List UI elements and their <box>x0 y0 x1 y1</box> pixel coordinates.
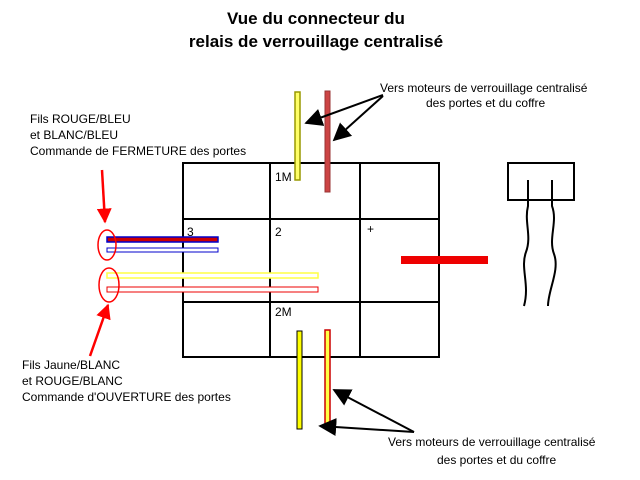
annotation-bottom-left-line2: et ROUGE/BLANC <box>22 374 123 388</box>
closing-arrow <box>96 169 112 224</box>
pin-label-1m: 1M <box>275 170 292 184</box>
connector-plug-icon <box>507 162 575 307</box>
bottom-arrow-upper <box>332 389 415 433</box>
top-arrow-right <box>332 95 384 142</box>
wire-white-blue <box>106 247 219 253</box>
annotation-bottom-right-line2: des portes et du coffre <box>437 453 557 467</box>
annotation-top-right-line1: Vers moteurs de verrouillage centralisé <box>380 81 588 95</box>
pin-label-3: 3 <box>187 225 194 239</box>
closing-wires-ellipse <box>97 229 117 261</box>
wire-top-yellow-olive <box>294 91 301 181</box>
annotation-bottom-right-line1: Vers moteurs de verrouillage centralisé <box>388 435 596 449</box>
annotation-top-left-line2: et BLANC/BLEU <box>30 128 118 142</box>
wire-yellow-white <box>106 272 319 279</box>
annotation-top-left-line3: Commande de FERMETURE des portes <box>30 144 246 158</box>
connector-grid <box>182 162 440 358</box>
wire-red-blue <box>106 236 219 243</box>
pin-label-2m: 2M <box>275 305 292 319</box>
annotation-bottom-left-line1: Fils Jaune/BLANC <box>22 358 120 372</box>
annotation-top-left-line1: Fils ROUGE/BLEU <box>30 112 131 126</box>
pin-label-plus: + <box>367 222 374 236</box>
wire-bottom-yellow <box>296 330 303 430</box>
annotation-bottom-left-line3: Commande d'OUVERTURE des portes <box>22 390 231 404</box>
diagram-title-line2: relais de verrouillage centralisé <box>189 32 443 51</box>
wire-bottom-yellow-red <box>324 329 331 429</box>
plus-terminal-bar <box>401 256 488 264</box>
opening-wires-ellipse <box>98 267 120 303</box>
opening-arrow <box>88 303 111 357</box>
pin-label-2: 2 <box>275 225 282 239</box>
wire-top-brown-red <box>324 90 331 193</box>
diagram-title-line1: Vue du connecteur du <box>227 9 405 28</box>
wire-red-white <box>106 286 319 293</box>
bottom-arrow-lower <box>318 418 415 437</box>
top-arrow-left <box>304 94 384 126</box>
annotation-top-right-line2: des portes et du coffre <box>426 96 546 110</box>
